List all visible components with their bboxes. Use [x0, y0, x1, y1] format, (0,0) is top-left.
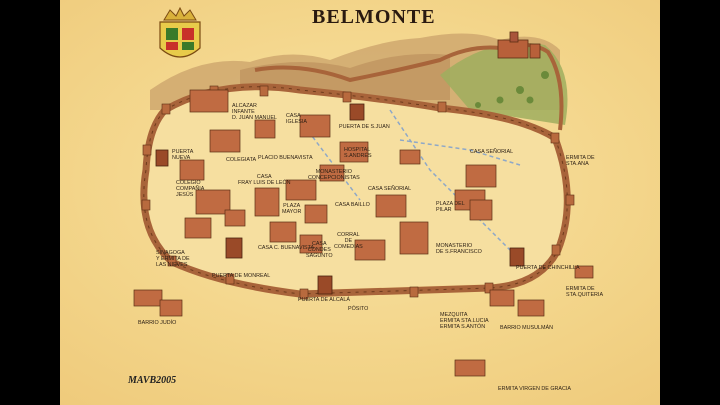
label-puerta-monreal: PUERTA DE MONREAL — [212, 273, 271, 279]
outer-buildings — [133, 265, 594, 377]
label-plaza-mayor: PLAZA MAYOR — [282, 203, 302, 215]
artist-signature: MAVB2005 — [128, 375, 177, 386]
ridge-wall — [254, 45, 501, 83]
label-barrio-musulman: BARRIO MUSULMÁN — [500, 325, 554, 331]
label-casa-baillo: CASA BAILLO — [335, 202, 370, 208]
label-colegio-jesus: COLEGIO COMPAÑIA JESÚS — [176, 180, 205, 198]
label-puerta-alcala: PUERTA DE ALCALÁ — [298, 297, 350, 303]
label-corral-comedias: CORRAL DE COMEDIAS — [334, 232, 363, 250]
label-sinagoga: SINAGOGA Y ERMITA DE LAS NIEVES — [156, 250, 190, 268]
town-ground — [147, 88, 565, 290]
letterbox-right — [660, 0, 720, 405]
label-casa-buenavista: CASA C. BUENAVISTA — [258, 245, 315, 251]
label-puerta-chinchilla: PUERTA DE CHINCHILLA — [516, 265, 580, 271]
label-hospital: HOSPITAL S.ANDRÉS — [344, 147, 372, 159]
castle-hill — [440, 43, 568, 125]
label-casa-fray-luis: CASA FRAY LUIS DE LEÓN — [238, 174, 291, 186]
label-ermita-virgen-gracia: ERMITA VIRGEN DE GRACIA — [498, 386, 571, 392]
label-puerta-nueva: PUERTA NUEVA — [172, 149, 194, 161]
buildings — [179, 89, 497, 261]
label-ermita-sta-ana: ERMITA DE STA.ANA — [566, 155, 595, 167]
label-casa-senorial-1: CASA SEÑORIAL — [470, 149, 514, 155]
label-ermita-sta-quiteria: ERMITA DE STA.QUITERIA — [566, 286, 604, 298]
label-barrio-judio: BARRIO JUDÍO — [138, 320, 177, 326]
castle-shield-icon — [159, 6, 201, 58]
label-mezquita: MEZQUITA ERMITA STA.LUCIA ERMITA S.ANTÓN — [440, 312, 489, 330]
label-alcazar: ALCAZAR INFANTE D. JUAN MANUEL — [232, 103, 277, 121]
trees — [475, 71, 549, 108]
label-monasterio-san-francisco: MONASTERIO DE S.FRANCISCO — [436, 243, 482, 255]
castle — [497, 31, 541, 59]
label-casa-condes: CASA CONDES SAGUNTO — [306, 241, 333, 259]
letterbox-left — [0, 0, 60, 405]
label-monasterio-concepcion: MONASTERIO CONCEPCIONISTAS — [308, 169, 360, 181]
label-placio-buenavista: PLACIO BUENAVISTA — [258, 155, 313, 161]
label-posito: PÓSITO — [348, 306, 369, 312]
label-puerta-san-juan: PUERTA DE S.JUAN — [339, 124, 390, 130]
label-colegiata: COLEGIATA — [226, 157, 257, 163]
map-title: BELMONTE — [312, 6, 436, 28]
label-casa-senorial-2: CASA SEÑORIAL — [368, 186, 412, 192]
gates — [155, 103, 525, 295]
label-plaza-del-pilar: PLAZA DEL PILAR — [436, 201, 465, 213]
label-casa-iglesia: CASA IGLESIA — [286, 113, 307, 125]
